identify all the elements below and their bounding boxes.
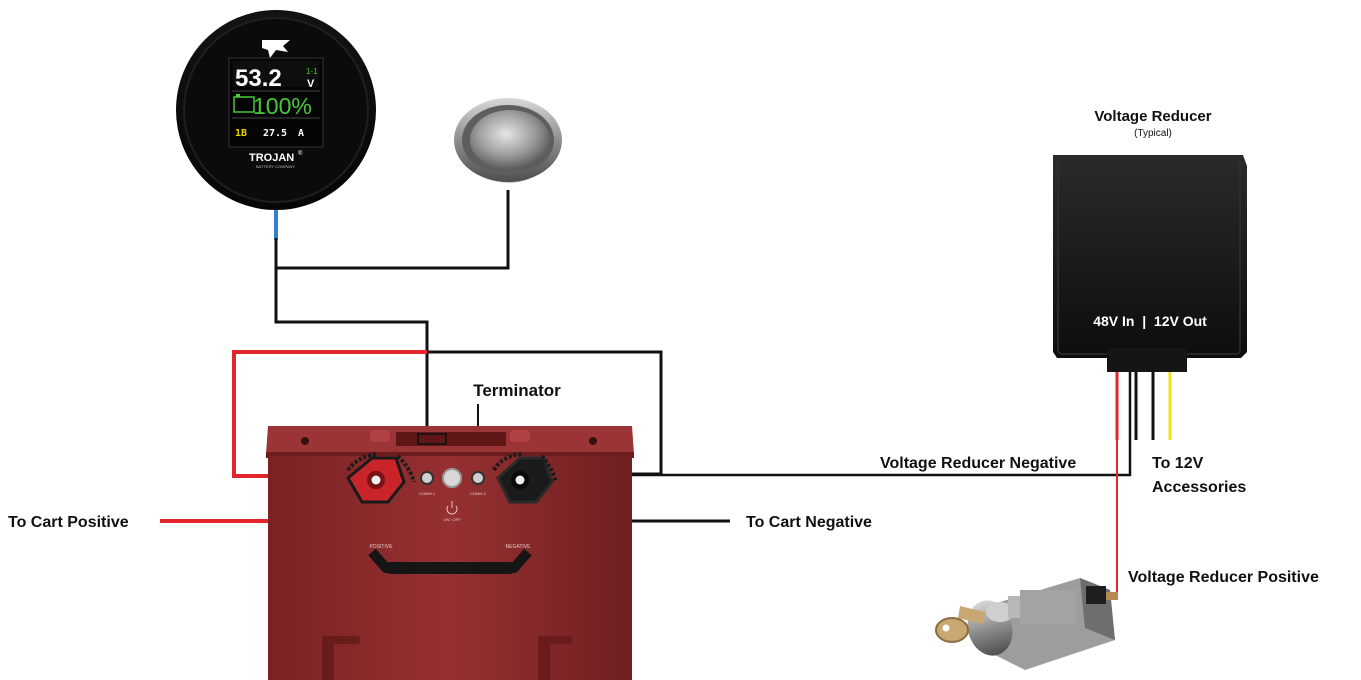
- meter-voltage-tag: 1-1: [306, 67, 318, 76]
- key-icon: [958, 606, 985, 624]
- key-switch: [935, 578, 1118, 670]
- onoff-label: ON / OFF: [443, 517, 461, 522]
- meter-brand-reg: ®: [298, 150, 303, 157]
- meter-voltage-value: 53.2: [235, 65, 282, 92]
- trojan-battery: COMM 1 COMM 2 ON / OFF POSITIVE NEGATIVE…: [266, 426, 634, 680]
- meter-brand: TROJAN: [249, 152, 294, 164]
- reducer-negative-wire: [530, 370, 1132, 477]
- battery-meter: 53.2 1-1 V 100% 1B 27.5 A TROJAN ® BATTE…: [176, 10, 376, 210]
- terminator-label: Terminator: [473, 381, 561, 400]
- labels: Terminator To Cart Positive To Cart Nega…: [8, 381, 1319, 586]
- meter-signal-wire: [274, 238, 429, 470]
- cart-negative-label: To Cart Negative: [746, 514, 872, 531]
- cart-positive-label: To Cart Positive: [8, 514, 129, 531]
- push-button: [454, 98, 562, 183]
- reducer-positive-label: Voltage Reducer Positive: [1128, 569, 1319, 586]
- comm2-port: [471, 471, 485, 485]
- onoff-button: [442, 468, 462, 488]
- reducer-title: Voltage Reducer: [1094, 108, 1211, 125]
- meter-current-unit: A: [298, 128, 304, 139]
- power-icon: [446, 501, 458, 515]
- comm1-label: COMM 1: [419, 491, 436, 496]
- meter-battery-id: 1B: [235, 128, 247, 139]
- meter-voltage-unit: V: [307, 78, 315, 90]
- meter-current-value: 27.5: [263, 128, 287, 139]
- accessories-label-line2: Accessories: [1152, 479, 1246, 496]
- meter-screen: [228, 57, 324, 148]
- positive-label: POSITIVE: [369, 544, 393, 550]
- reducer-negative-label: Voltage Reducer Negative: [880, 455, 1076, 472]
- comm2-label: COMM 2: [470, 491, 487, 496]
- voltage-reducer: Voltage Reducer (Typical) 48V In | 12V O…: [1053, 108, 1247, 372]
- negative-terminal: [496, 456, 554, 504]
- reducer-connector: [1107, 348, 1187, 372]
- meter-brand-sub: BATTERY COMPANY: [256, 164, 295, 169]
- positive-terminal: [346, 456, 406, 504]
- battery-icon: [233, 94, 255, 113]
- reducer-subtitle: (Typical): [1134, 128, 1172, 139]
- negative-label: NEGATIVE: [506, 544, 532, 550]
- comm1-port: [420, 471, 434, 485]
- button-wire: [276, 190, 510, 270]
- meter-soc-value: 100%: [253, 93, 312, 119]
- reducer-io-label: 48V In | 12V Out: [1093, 313, 1207, 329]
- accessories-label-line1: To 12V: [1152, 455, 1204, 472]
- trojan-horse-icon: [262, 40, 290, 58]
